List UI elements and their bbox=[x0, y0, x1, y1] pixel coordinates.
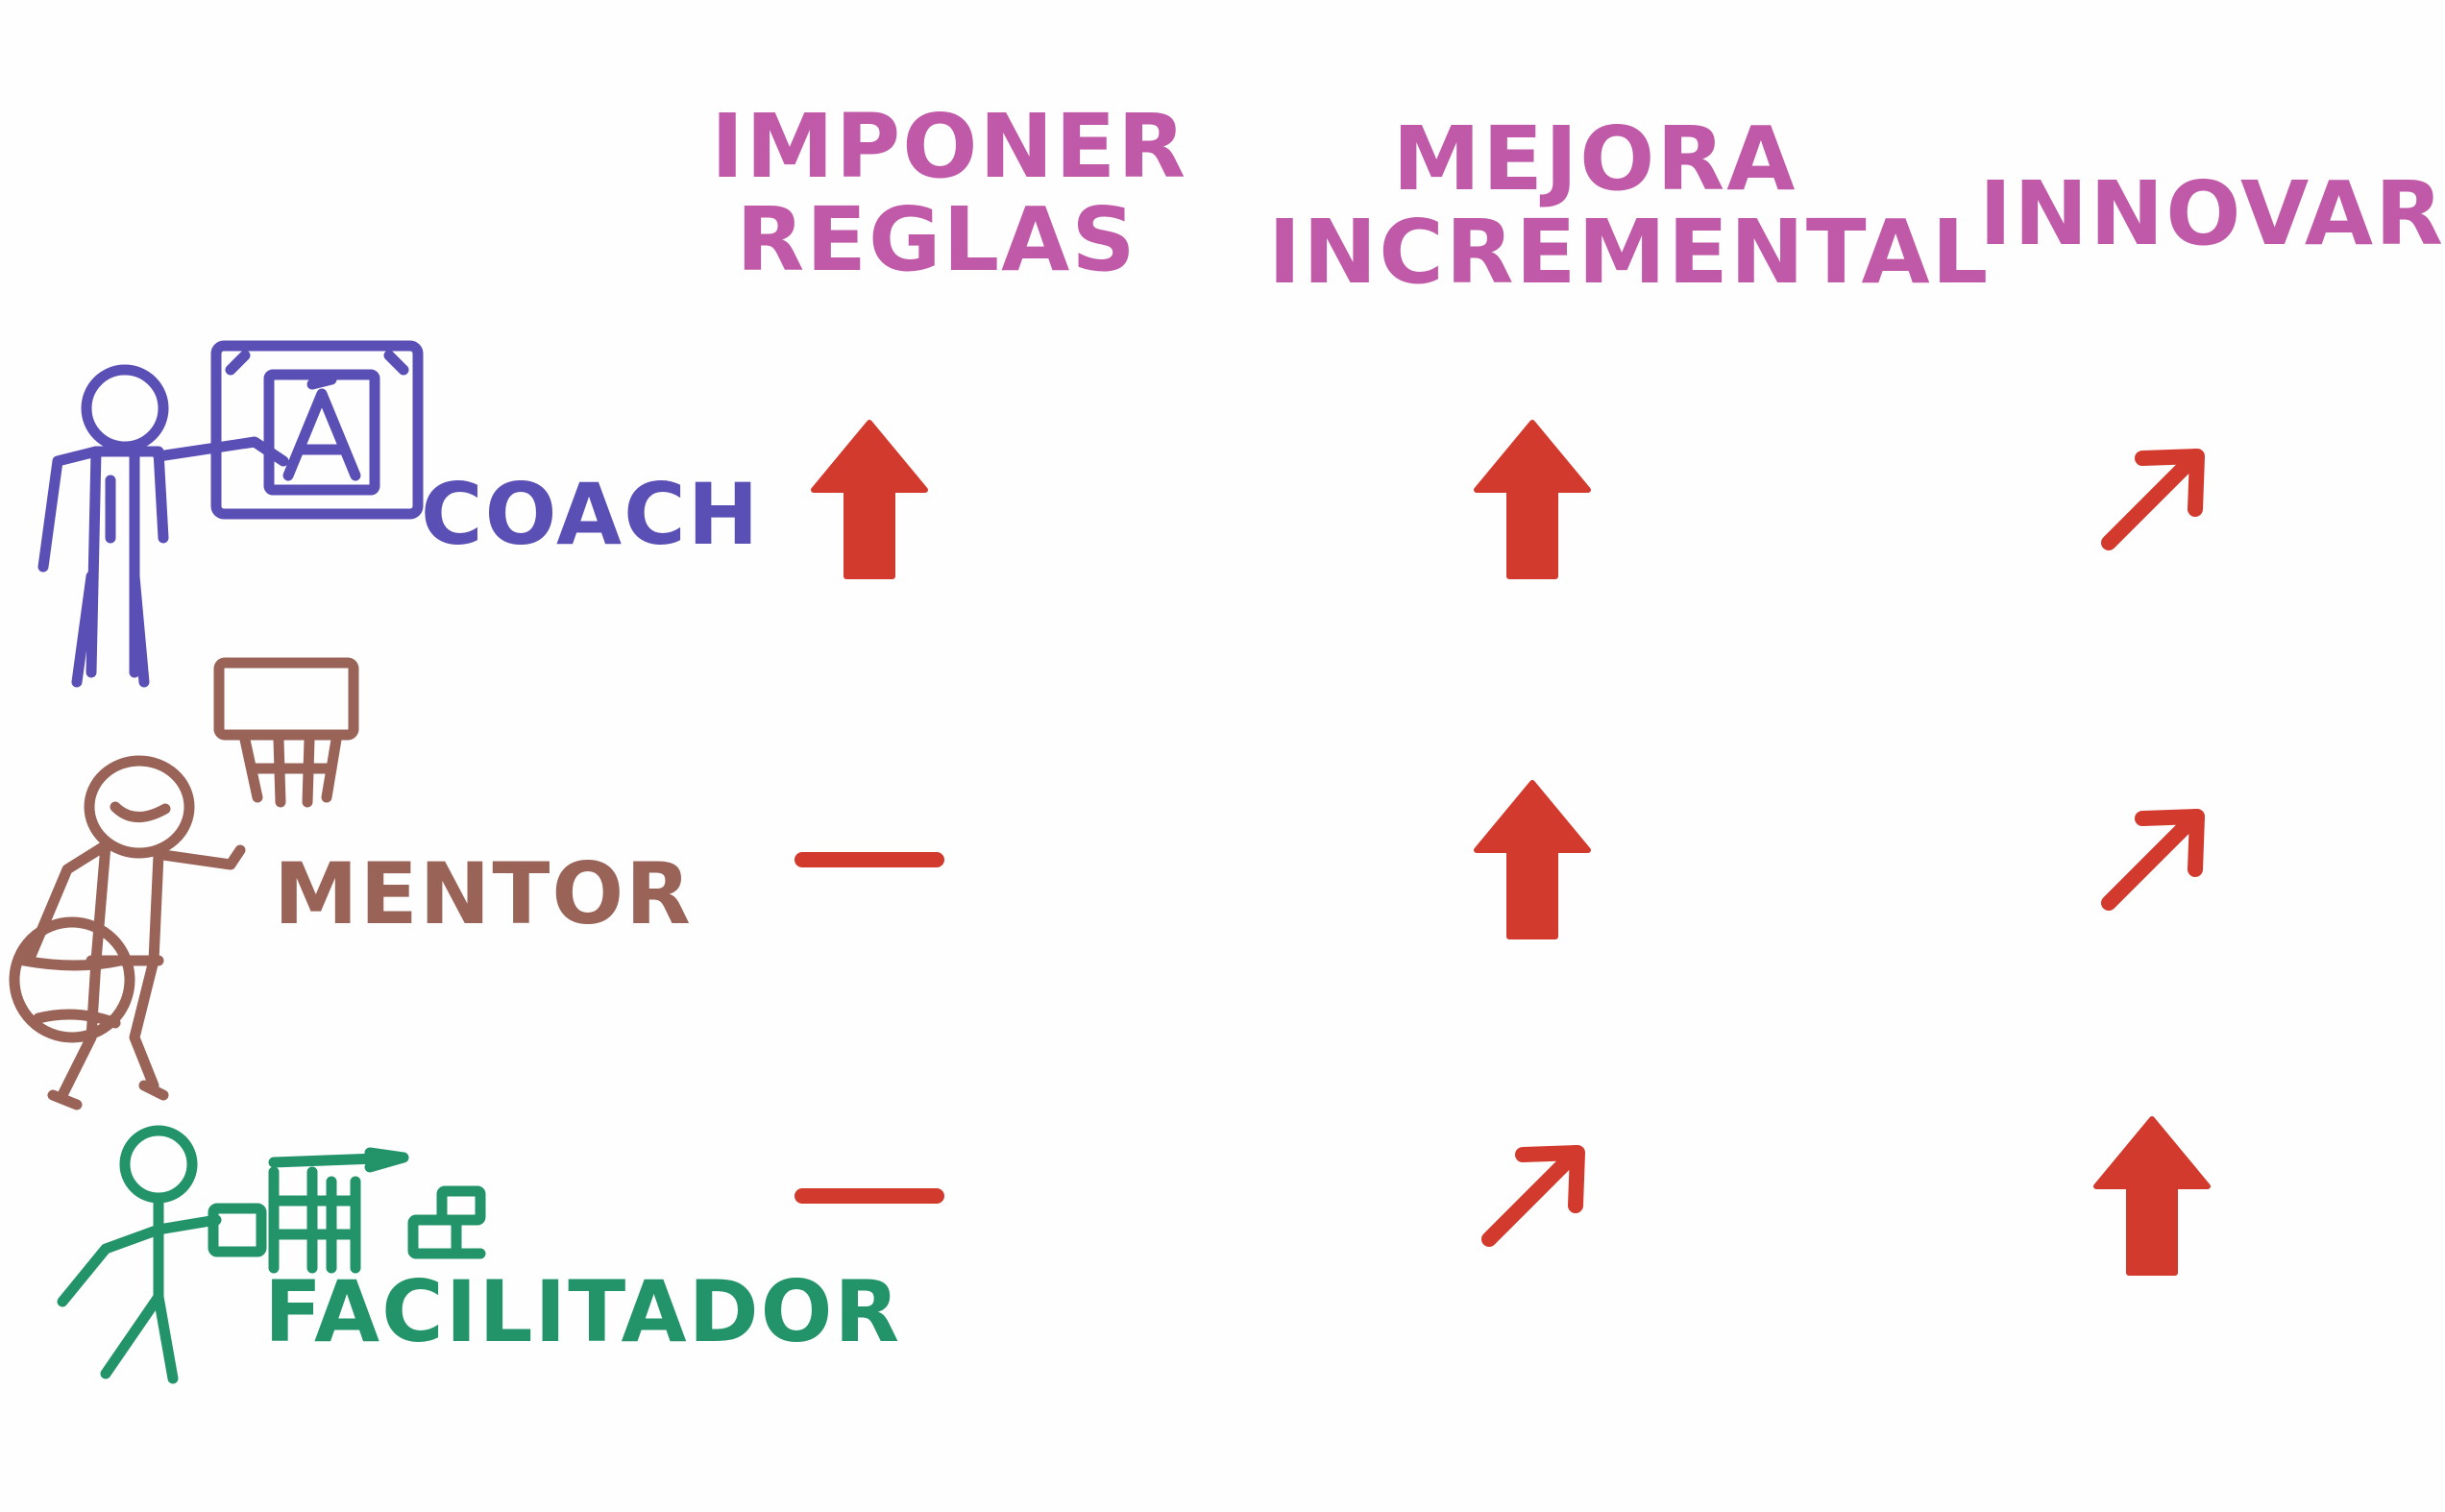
up-arrow-icon bbox=[2096, 1119, 2208, 1273]
diagonal-arrow-icon bbox=[2109, 817, 2197, 903]
up-arrow-icon bbox=[814, 423, 925, 576]
up-arrow-icon bbox=[1477, 423, 1588, 576]
up-arrow-icon bbox=[1477, 783, 1588, 937]
diagonal-arrow-icon bbox=[2109, 456, 2197, 543]
diagonal-arrow-icon bbox=[1489, 1153, 1577, 1239]
